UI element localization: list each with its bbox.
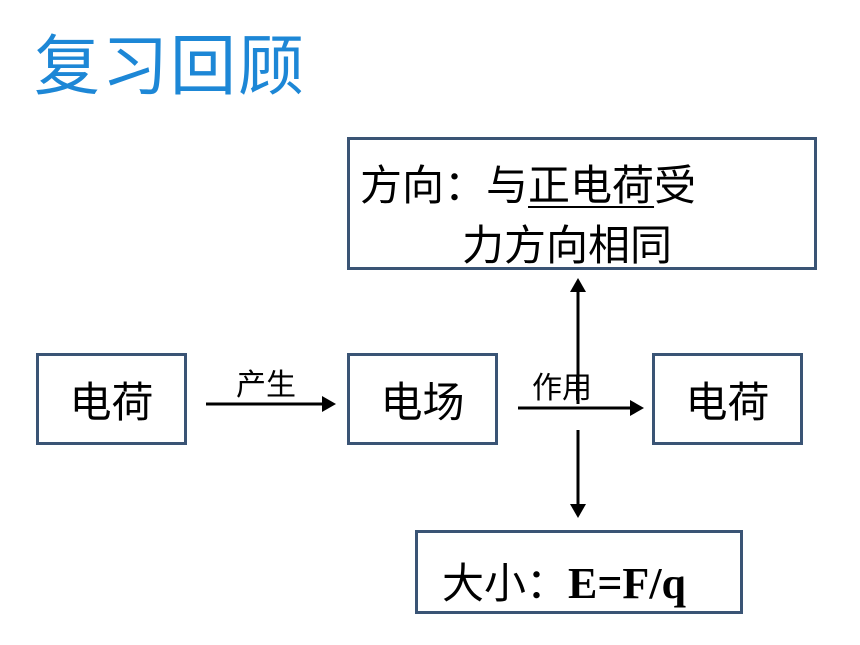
direction-box: 方向：与正电荷受 力方向相同 [347, 137, 817, 270]
arrow-act-head [630, 400, 644, 416]
direction-line2: 力方向相同 [462, 221, 673, 270]
electric-field-label: 电场 [380, 377, 465, 427]
charge-target-label: 电荷 [685, 377, 770, 427]
arrow-down-head [570, 504, 586, 518]
direction-suffix: 受 [654, 161, 697, 210]
magnitude-line: 大小：E=F/q [442, 550, 686, 611]
electric-field-box: 电场 [347, 353, 498, 445]
direction-prefix: 方向：与 [360, 161, 529, 210]
direction-line1: 方向：与正电荷受 [360, 152, 696, 213]
arrow-up-head [570, 278, 586, 292]
charge-source-box: 电荷 [36, 353, 187, 445]
page-title: 复习回顾 [34, 28, 306, 105]
magnitude-label: 大小： [442, 559, 569, 608]
direction-underlined-text: 正电荷 [528, 161, 655, 210]
magnitude-formula: E=F/q [568, 559, 687, 608]
produce-label: 产生 [236, 368, 296, 403]
act-label: 作用 [532, 371, 592, 406]
arrow-produce-head [322, 396, 336, 412]
charge-source-label: 电荷 [69, 377, 154, 427]
magnitude-box: 大小：E=F/q [415, 530, 743, 614]
charge-target-box: 电荷 [652, 353, 803, 445]
